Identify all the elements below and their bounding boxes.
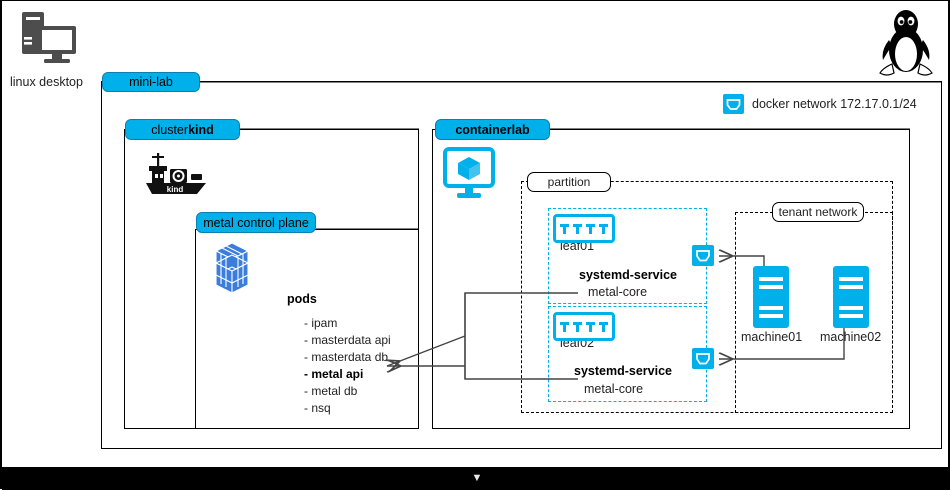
leaf01-service-name: metal-core [588, 285, 648, 299]
leaf01-service-heading: systemd-service [579, 268, 677, 282]
pod-item: - masterdata db [304, 350, 389, 364]
desktop-label: linux desktop [10, 75, 83, 89]
machine01-label: machine01 [741, 330, 803, 344]
mini-lab-label[interactable]: mini-lab [102, 72, 200, 92]
machine01-icon [753, 266, 789, 328]
switch-port [573, 223, 582, 234]
kind-ship-logo: kind [142, 149, 214, 197]
switch-port [586, 321, 595, 332]
pod-item: - nsq [304, 401, 331, 415]
pods-heading: pods [287, 292, 317, 306]
docker-network-label: docker network 172.17.0.1/24 [752, 97, 917, 111]
switch-port [573, 321, 582, 332]
leaf02-switch-icon [553, 312, 615, 341]
machine02-label: machine02 [820, 330, 882, 344]
pod-item-metal-api: - metal api [304, 367, 364, 381]
switch-port [586, 223, 595, 234]
cluster-kind-label-strong: kind [188, 122, 214, 137]
containerlab-cube-monitor-icon [442, 146, 496, 200]
network-port-icon [723, 94, 744, 114]
switch-port [560, 223, 569, 234]
linux-penguin-logo [874, 6, 938, 76]
switch-port [560, 321, 569, 332]
leaf02-service-name: metal-core [584, 382, 644, 396]
leaf01-switch-icon [553, 214, 615, 243]
pods-list: - ipam - masterdata api - masterdata db … [304, 316, 391, 415]
containerlab-container [432, 129, 910, 429]
partition-label[interactable]: partition [527, 172, 611, 192]
cluster-kind-label-prefix: cluster [151, 122, 189, 137]
tenant-network-label[interactable]: tenant network [772, 202, 864, 222]
svg-text:kind: kind [167, 185, 184, 194]
pod-item: - ipam [304, 316, 338, 330]
switch-port [599, 223, 608, 234]
pod-item: - metal db [304, 384, 358, 398]
leaf02-network-port-icon [692, 348, 714, 369]
metal-control-plane-label[interactable]: metal control plane [196, 212, 316, 233]
cluster-kind-label[interactable]: cluster kind [125, 119, 240, 140]
desktop-icon [16, 9, 88, 69]
pod-item: - masterdata api [304, 333, 391, 347]
switch-port [599, 321, 608, 332]
kubernetes-cube-icon [202, 239, 262, 297]
chevron-down-icon[interactable]: ▼ [471, 472, 483, 484]
containerlab-label[interactable]: containerlab [435, 119, 550, 140]
leaf02-service-heading: systemd-service [574, 364, 672, 378]
leaf01-network-port-icon [692, 245, 714, 266]
machine02-icon [833, 266, 869, 328]
bottom-status-bar[interactable]: ▼ [2, 467, 950, 490]
